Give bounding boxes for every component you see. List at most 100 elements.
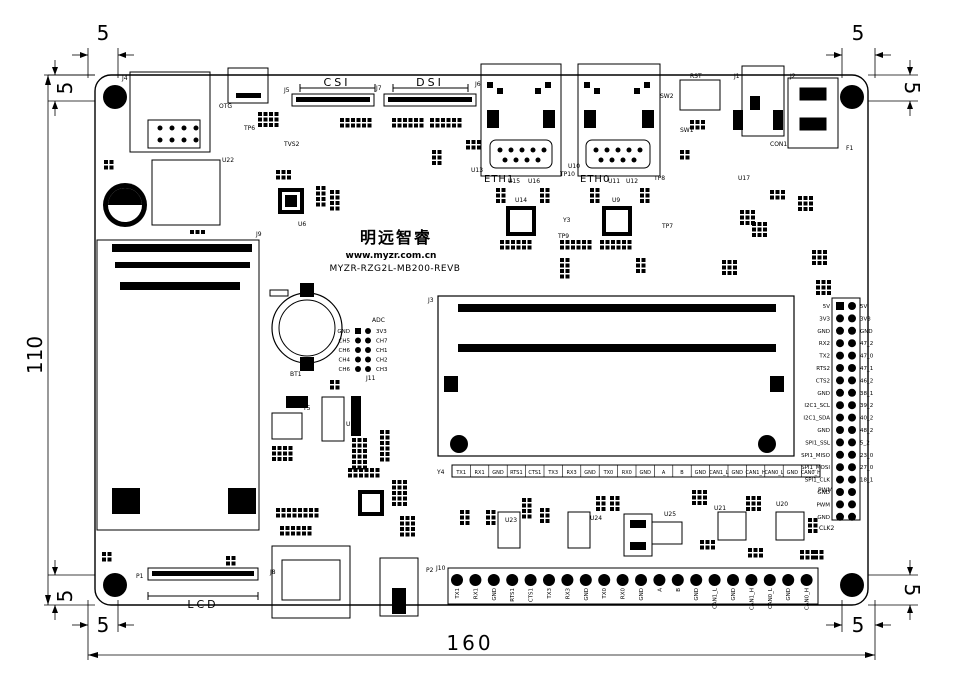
smd-pad bbox=[813, 529, 818, 533]
header-label-right: 5V bbox=[860, 304, 867, 310]
header-label-right: 47_0 bbox=[860, 354, 874, 360]
smd-pad bbox=[352, 449, 356, 453]
smd-pad bbox=[751, 507, 756, 511]
smd-pad bbox=[571, 240, 575, 244]
smd-pad bbox=[527, 509, 532, 513]
smd-pad bbox=[363, 460, 367, 464]
terminal-label: RTS1 bbox=[510, 588, 516, 602]
header-pin bbox=[848, 488, 856, 496]
smd-pad bbox=[435, 118, 440, 122]
smd-pad bbox=[501, 199, 506, 203]
smd-pad bbox=[560, 274, 564, 279]
header-pin bbox=[848, 450, 856, 459]
header-pin-square bbox=[836, 302, 844, 310]
smd-pad bbox=[813, 523, 818, 528]
adc-pin-label-right: CH3 bbox=[376, 367, 388, 373]
eth-connectors bbox=[480, 63, 661, 177]
smd-pad bbox=[400, 516, 404, 520]
header-label-left: CTS2 bbox=[816, 378, 830, 384]
label-y3: Y3 bbox=[562, 217, 571, 224]
smd-pad bbox=[465, 521, 470, 525]
chip-u6 bbox=[278, 188, 304, 214]
adc-pin-label-left: CH4 bbox=[339, 358, 351, 364]
smd-pad bbox=[545, 188, 550, 192]
smd-pad bbox=[701, 125, 705, 130]
label-u11: U11 bbox=[608, 178, 620, 185]
smd-pad bbox=[812, 250, 816, 254]
smd-pad bbox=[285, 531, 290, 536]
smd-pad bbox=[272, 446, 276, 450]
dsi-connector bbox=[383, 84, 477, 107]
smd-pad bbox=[622, 245, 626, 250]
smd-pad bbox=[816, 285, 820, 290]
strip-label: GND bbox=[639, 470, 651, 476]
smd-pad bbox=[540, 513, 544, 518]
smd-pad bbox=[466, 145, 470, 150]
smd-pad bbox=[565, 240, 570, 244]
smd-pad bbox=[697, 495, 702, 500]
label-u18: U18 bbox=[346, 421, 358, 428]
smd-pad bbox=[814, 555, 818, 560]
strip-label: GND bbox=[731, 470, 743, 476]
smd-pad bbox=[403, 491, 407, 495]
smd-pad bbox=[763, 233, 767, 237]
smd-pad bbox=[496, 188, 500, 192]
smd-pad bbox=[727, 265, 732, 270]
smd-pad bbox=[540, 193, 544, 198]
terminal-pin bbox=[800, 574, 813, 586]
smd-pad bbox=[465, 515, 470, 520]
smd-pad bbox=[285, 526, 290, 530]
strip-label: RX3 bbox=[567, 470, 577, 476]
terminal-label: TX1 bbox=[455, 588, 461, 600]
label-u22: U22 bbox=[222, 157, 234, 164]
label-j2: J2 bbox=[789, 73, 796, 80]
terminal-pin bbox=[782, 574, 795, 586]
smd-pad bbox=[770, 195, 774, 200]
smd-pad bbox=[403, 502, 407, 506]
label-y4: Y4 bbox=[436, 469, 445, 476]
smd-pad bbox=[571, 245, 575, 250]
terminal-pin bbox=[616, 574, 629, 586]
header-pin bbox=[836, 326, 844, 335]
terminal-label: CAN0_H bbox=[805, 588, 811, 610]
label-j7: J7 bbox=[375, 85, 382, 92]
board-model: MYZR-RZG2L-MB200-REVB bbox=[330, 264, 461, 274]
label-u21: U21 bbox=[714, 505, 726, 512]
smd-pad bbox=[356, 118, 361, 122]
label-eth1: ETH1 bbox=[484, 174, 514, 185]
label-dsi: DSI bbox=[416, 76, 444, 89]
label-u23: U23 bbox=[505, 517, 517, 524]
strip-label: TX3 bbox=[547, 470, 558, 476]
label-lcd: LCD bbox=[187, 598, 218, 611]
terminal-label: CTS1 bbox=[529, 588, 535, 602]
smd-pad bbox=[701, 120, 705, 124]
smd-pad bbox=[403, 123, 407, 128]
smd-pad bbox=[823, 255, 827, 260]
smd-pad bbox=[560, 258, 564, 262]
smd-pad bbox=[527, 514, 532, 519]
smd-pad bbox=[335, 195, 340, 200]
terminal-label: A bbox=[657, 588, 663, 592]
smd-pad bbox=[486, 515, 490, 520]
smd-pad bbox=[352, 465, 356, 470]
header-label-left: GND bbox=[817, 391, 830, 397]
terminal-label: GND bbox=[694, 588, 700, 601]
smd-pad bbox=[477, 140, 481, 144]
smd-pad bbox=[759, 548, 763, 552]
header-pin bbox=[836, 413, 844, 422]
smd-pad bbox=[540, 519, 544, 523]
header-label-right: 48_2 bbox=[860, 428, 873, 434]
smd-pad bbox=[545, 193, 550, 198]
smd-pad bbox=[763, 222, 767, 226]
header-label-right: 39_2 bbox=[860, 403, 873, 409]
adc-pin-label-right: 3V3 bbox=[376, 329, 387, 335]
smd-pad bbox=[263, 117, 268, 122]
smd-pad bbox=[281, 508, 286, 512]
smd-pad bbox=[587, 245, 592, 250]
smd-pad bbox=[491, 515, 496, 520]
smd-pad bbox=[370, 468, 374, 472]
smd-pad bbox=[397, 491, 402, 495]
label-j4: J4 bbox=[121, 75, 128, 82]
smd-pad bbox=[321, 191, 326, 196]
label-p1: P1 bbox=[136, 573, 144, 580]
